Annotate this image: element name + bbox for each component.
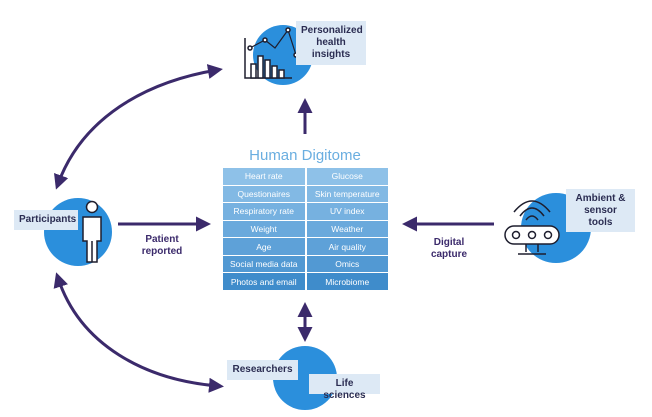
table-cell: UV index <box>306 203 388 220</box>
participants-circle <box>44 198 112 266</box>
participants-label: Participants <box>14 210 78 230</box>
table-cell: Weather <box>306 220 388 238</box>
person-icon <box>82 200 102 263</box>
table-cell: Air quality <box>306 238 388 255</box>
sensor-device-icon <box>504 200 560 255</box>
table-cell: Microbiome <box>306 273 388 291</box>
table-cell: Social media data <box>223 255 305 273</box>
table-cell: Respiratory rate <box>223 203 305 220</box>
digital-capture-label: Digital capture <box>430 237 468 260</box>
table-cell: Photos and email <box>223 273 305 291</box>
researchers-label: Researchers <box>227 360 298 380</box>
arrow-insights-to-participants <box>54 64 223 190</box>
life-sciences-label: Life sciences <box>309 374 380 401</box>
patient-reported-label: Patient reported <box>141 234 183 257</box>
digitome-table: Heart rate Questionaires Respiratory rat… <box>223 168 388 291</box>
sensors-label: Ambient & sensor tools <box>566 189 635 232</box>
digitome-title: Human Digitome <box>249 147 361 164</box>
table-cell: Omics <box>306 255 388 273</box>
table-cell: Skin temperature <box>306 185 388 203</box>
table-cell: Age <box>223 238 305 255</box>
digitome-left-column: Heart rate Questionaires Respiratory rat… <box>223 168 305 291</box>
bar-chart-icon <box>244 27 299 79</box>
table-cell: Questionaires <box>223 185 305 203</box>
insights-label: Personalized health insights <box>296 21 366 65</box>
table-cell: Weight <box>223 220 305 238</box>
table-cell: Heart rate <box>223 168 305 185</box>
digitome-right-column: Glucose Skin temperature UV index Weathe… <box>306 168 388 291</box>
arrow-participants-to-researchers <box>53 272 224 393</box>
table-cell: Glucose <box>306 168 388 185</box>
